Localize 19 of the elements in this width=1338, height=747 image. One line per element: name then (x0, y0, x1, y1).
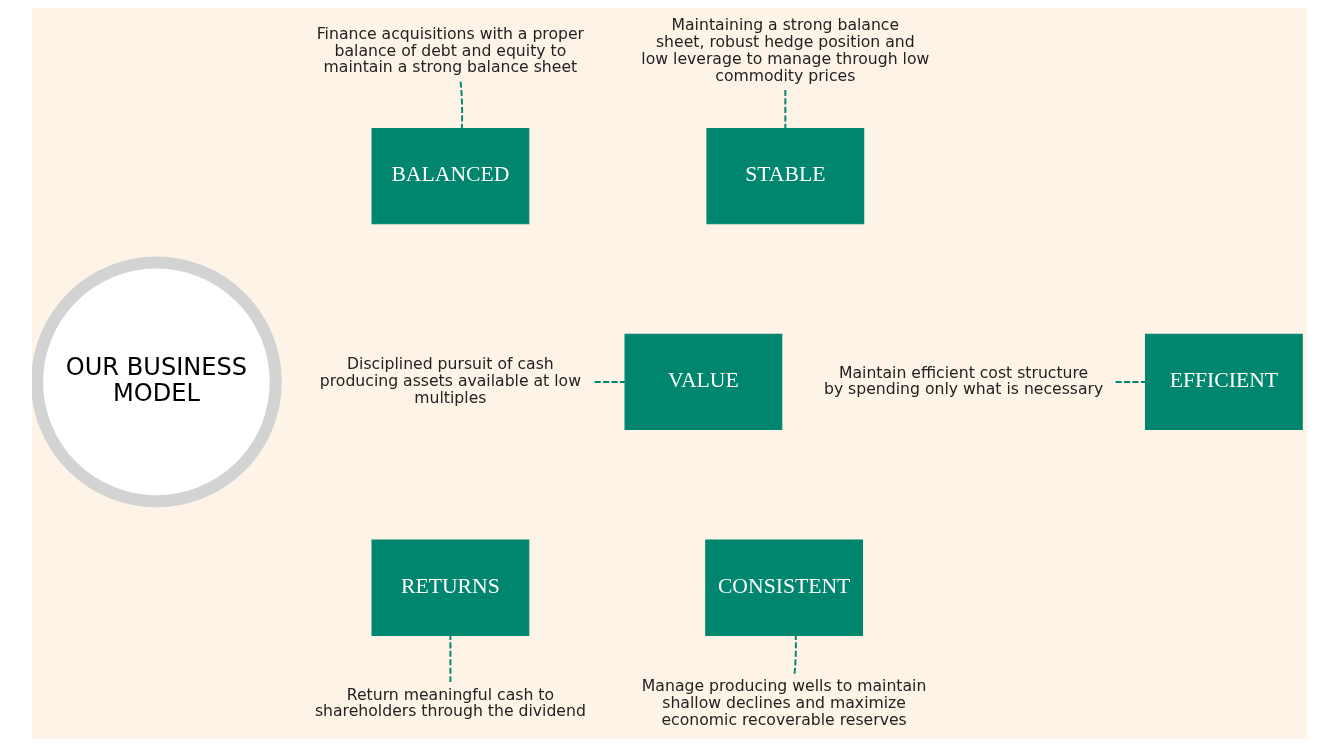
node-box: VALUE (624, 333, 782, 431)
node-text: Maintaining a strong balance sheet, robust hedge position and low leverage to manage through low commodity prices (640, 15, 929, 85)
connector (793, 634, 797, 675)
node-box: STABLE (705, 128, 864, 225)
connector (448, 634, 451, 684)
node-box: EFFICIENT (1144, 333, 1303, 431)
node-text: Finance acquisitions with a proper balance of debt and equity to maintain a strong balance sheet (316, 23, 584, 77)
node-text: Return meaningful cash to shareholders through the dividend (314, 684, 586, 721)
node-text: Disciplined pursuit of cash producing assets available at low multiples (319, 354, 581, 407)
connector (459, 80, 463, 130)
node-box: BALANCED (371, 128, 529, 225)
node-box: CONSISTENT (704, 539, 863, 636)
node-box: RETURNS (371, 539, 529, 636)
connector (593, 380, 626, 383)
node-circle: OUR BUSINESS MODEL (31, 256, 282, 508)
node-text: Manage producing wells to maintain shallow declines and maximize economic recoverable reserves (641, 676, 926, 729)
connector (1114, 380, 1146, 383)
node-text: Maintain efficient cost structure by spending only what is necessary (823, 362, 1103, 399)
connector (783, 89, 786, 130)
